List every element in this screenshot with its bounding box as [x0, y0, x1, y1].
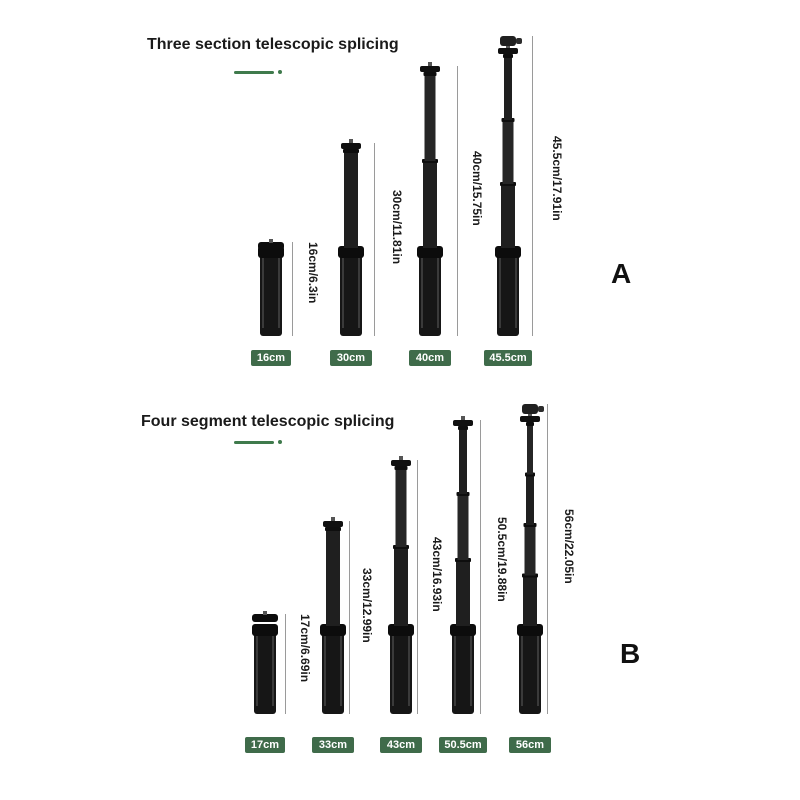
section-a-dimension-line-2 — [374, 143, 375, 336]
section-b-stick-5 — [517, 404, 544, 714]
section-b-letter: B — [620, 638, 641, 669]
section-b-stick-3 — [388, 456, 414, 714]
section-a-size-badge-3: 40cm — [409, 350, 451, 366]
section-b-size-badge-2: 33cm — [312, 737, 354, 753]
section-b-dimension-line-2 — [349, 521, 350, 714]
section-b-dimension-label-5: 56cm/22.05in — [562, 509, 576, 584]
section-a-dimension-line-1 — [292, 242, 293, 336]
section-b-title: Four segment telescopic splicing — [141, 413, 395, 430]
section-a-size-badge-4: 45.5cm — [484, 350, 532, 366]
section-a-size-badge-1: 16cm — [251, 350, 291, 366]
section-a-dimension-label-1: 16cm/6.3in — [306, 242, 320, 304]
section-a-size-badge-2: 30cm — [330, 350, 372, 366]
section-b-dimension-line-1 — [285, 614, 286, 714]
section-a-stick-1 — [258, 239, 284, 336]
section-a-accent-bar — [234, 71, 274, 74]
section-b-dimension-line-4 — [480, 420, 481, 714]
section-a-stick-2 — [338, 139, 364, 336]
section-b-accent-dot — [278, 440, 282, 444]
section-a-dimension-line-3 — [457, 66, 458, 336]
section-a-accent-dot — [278, 70, 282, 74]
section-b-size-badge-3: 43cm — [380, 737, 422, 753]
section-b-size-badge-1: 17cm — [245, 737, 285, 753]
section-b-stick-1 — [252, 611, 278, 714]
section-b-accent-bar — [234, 441, 274, 444]
section-b-dimension-line-5 — [547, 404, 548, 714]
section-a-stick-4 — [495, 36, 522, 336]
section-a-stick-3 — [417, 62, 443, 336]
section-b-stick-4 — [450, 416, 476, 714]
section-a-dimension-label-4: 45.5cm/17.91in — [550, 136, 564, 221]
section-b-stick-2 — [320, 517, 346, 714]
section-a-letter: A — [611, 258, 632, 289]
section-b-dimension-line-3 — [417, 460, 418, 714]
section-a-dimension-line-4 — [532, 36, 533, 336]
section-b-size-badge-4: 50.5cm — [439, 737, 487, 753]
section-b-size-badge-5: 56cm — [509, 737, 551, 753]
section-a-title: Three section telescopic splicing — [147, 36, 399, 53]
